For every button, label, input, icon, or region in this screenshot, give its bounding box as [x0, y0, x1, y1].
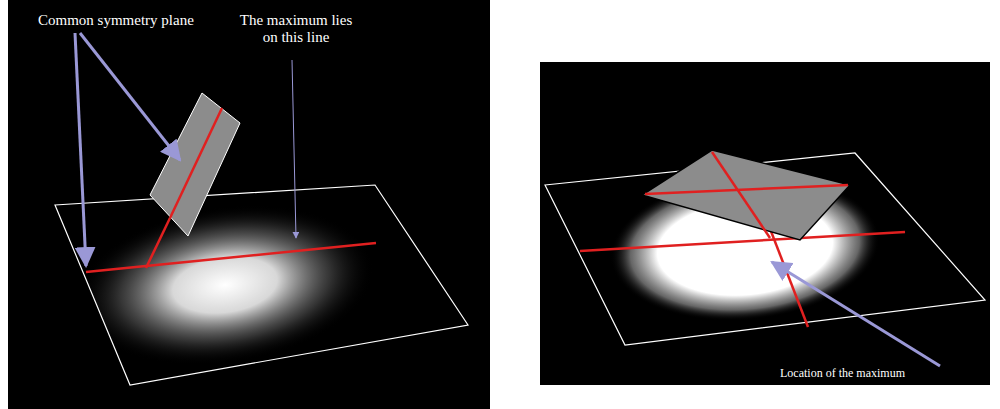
intensity-glow — [66, 187, 385, 383]
symmetry-plane — [150, 93, 240, 236]
callout-label: The maximum lies on this line — [236, 12, 356, 47]
panel-ground — [8, 0, 490, 409]
panel-ground — [540, 62, 990, 385]
callout-label: Common symmetry plane — [38, 12, 238, 29]
callout-label: Location of the maximum — [780, 367, 955, 381]
leader-arrow — [80, 33, 180, 160]
symmetry-line — [146, 218, 170, 268]
leader-line — [292, 60, 296, 238]
symmetry-line — [712, 152, 770, 238]
symmetry-plane — [642, 150, 850, 240]
floor-plane — [55, 185, 468, 385]
maximum-line — [86, 243, 376, 272]
symmetry-line — [580, 232, 905, 251]
symmetry-line — [170, 108, 222, 218]
leader-arrow — [772, 262, 940, 366]
symmetry-line — [645, 185, 848, 194]
leader-arrow — [75, 33, 86, 266]
